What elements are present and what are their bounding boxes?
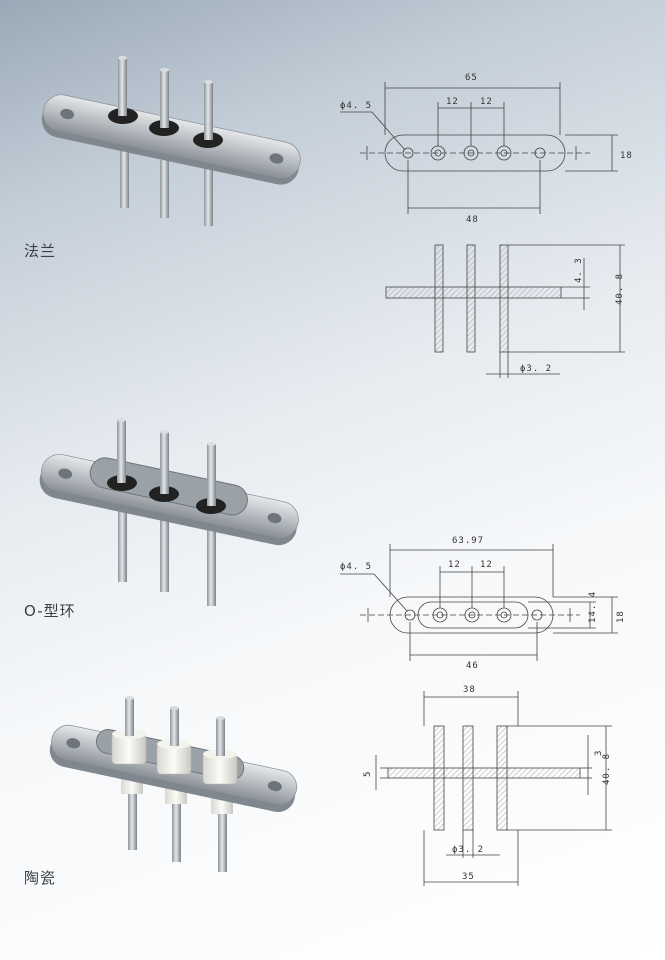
dim-pin-dia-1: ϕ3. 2	[520, 364, 552, 374]
dim-pitch-left-1: 12	[446, 97, 459, 107]
dim-flange-right-3: 3	[594, 750, 604, 756]
label-ceramic: 陶瓷	[24, 869, 57, 887]
dim-inner-width-2: 14. 4	[588, 591, 598, 623]
flange-side-view-drawing	[385, 244, 625, 378]
dim-hole-spacing-1: 48	[466, 215, 479, 225]
ceramic-feedthrough-image	[49, 696, 298, 872]
dim-pitch-right-2: 12	[480, 560, 493, 570]
o-ring-feedthrough-image	[39, 418, 299, 606]
dim-hole-dia-1: ϕ4. 5	[340, 101, 372, 111]
ceramic-side-view-drawing	[375, 691, 612, 886]
dim-overall-height-3: 40. 8	[602, 753, 612, 785]
dim-pitch-right-1: 12	[480, 97, 493, 107]
dim-overall-height-1: 40. 8	[615, 273, 625, 305]
dim-flange-thickness-1: 4. 3	[574, 257, 584, 283]
dim-top-width-3: 38	[463, 685, 476, 695]
dim-width-2: 18	[616, 610, 626, 623]
dim-pitch-left-2: 12	[448, 560, 461, 570]
dim-flange-left-3: 5	[363, 771, 373, 777]
dim-bottom-width-3: 35	[462, 872, 475, 882]
dim-width-1: 18	[620, 151, 633, 161]
label-flange: 法兰	[24, 242, 57, 260]
dim-overall-length-2: 63.97	[452, 536, 484, 546]
flange-top-view-drawing	[340, 82, 618, 214]
dim-hole-dia-2: ϕ4. 5	[340, 562, 372, 572]
dim-pin-dia-3: ϕ3. 2	[452, 845, 484, 855]
label-o-ring: O-型环	[24, 602, 76, 620]
dim-hole-spacing-2: 46	[466, 661, 479, 671]
flange-feedthrough-image	[41, 56, 301, 226]
dim-overall-length-1: 65	[465, 73, 478, 83]
o-ring-top-view-drawing	[340, 544, 618, 661]
